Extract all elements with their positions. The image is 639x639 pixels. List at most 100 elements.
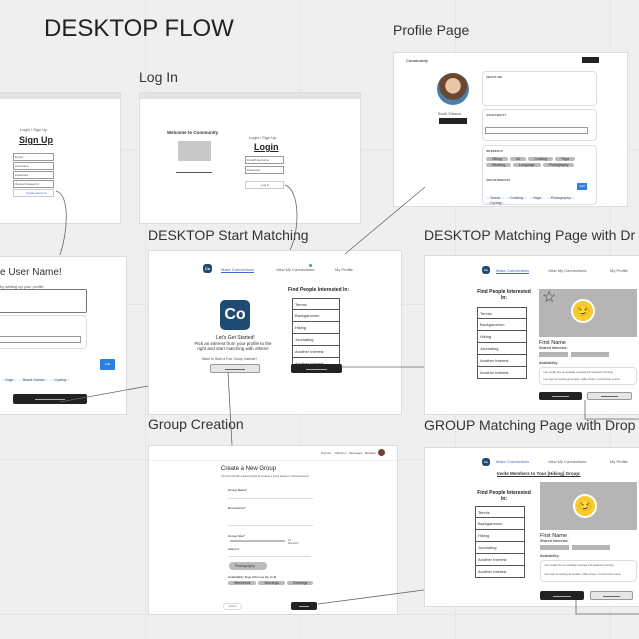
login-toggle[interactable]: Login / Sign Up: [249, 135, 277, 140]
dropdown-option[interactable]: Journaling: [477, 343, 527, 355]
availability-box: I am usually free on weekday evenings an…: [539, 367, 637, 385]
dropdown-option[interactable]: Journaling: [292, 334, 340, 346]
username-field[interactable]: Username: [13, 162, 54, 170]
cancel-button[interactable]: Cancel: [223, 603, 242, 610]
repeat-password-field[interactable]: Repeat Password: [13, 180, 54, 188]
nav-view-connections[interactable]: View My Connections: [548, 268, 587, 273]
shared-interest-tag: [540, 545, 569, 550]
dropdown-selected[interactable]: Tennis: [477, 307, 527, 319]
match-name: First Name: [539, 340, 566, 346]
description-input[interactable]: [228, 525, 313, 526]
nav-make-connections[interactable]: Make Connections: [221, 267, 255, 273]
dropdown-option[interactable]: Hiking: [477, 331, 527, 343]
profile-name: Sarah Johnson: [438, 111, 462, 116]
signup-toggle[interactable]: Login / Sign Up: [20, 127, 48, 132]
password-field[interactable]: Password: [245, 166, 284, 174]
start-group-button[interactable]: [210, 364, 260, 373]
dropdown-option[interactable]: Another Interest: [475, 566, 525, 578]
nav-messages[interactable]: Messages: [349, 451, 363, 455]
nav-my-profile[interactable]: My Profile: [610, 268, 628, 273]
smiley-face-icon: 😏: [571, 299, 595, 323]
group-size-label: Group Size*: [228, 534, 246, 538]
availability-input[interactable]: [485, 127, 588, 134]
edit-profile-button[interactable]: [439, 118, 467, 124]
logo-icon[interactable]: Co: [203, 264, 212, 273]
dropdown-option[interactable]: Backgammon: [475, 518, 525, 530]
dropdown-option[interactable]: Backgammon: [292, 310, 340, 322]
brand-name: Community: [406, 58, 428, 63]
frame-label-group-creation[interactable]: Group Creation: [148, 416, 244, 432]
bio-input[interactable]: [0, 289, 87, 313]
dropdown-option[interactable]: Another Interest: [477, 367, 527, 379]
start-matching-frame[interactable]: Co Make Connections View My Connections …: [148, 250, 402, 415]
shared-interest-tag: [539, 352, 568, 357]
image-placeholder-icon: [178, 141, 211, 161]
skip-button[interactable]: [587, 392, 632, 400]
notification-badge: [309, 264, 312, 267]
create-account-button[interactable]: Create Account: [13, 189, 54, 197]
shared-interests-label: Shared Interests:: [539, 346, 568, 350]
username-frame[interactable]: e User Name! by setting up your profile …: [0, 256, 127, 415]
invite-button[interactable]: [540, 591, 584, 600]
dropdown-option[interactable]: Hiking: [292, 322, 340, 334]
nav-my-profile[interactable]: My Profile: [335, 267, 353, 272]
nav-my-profile[interactable]: My Profile: [610, 459, 628, 464]
nav-make-connections[interactable]: Make Connections: [496, 459, 530, 464]
interest-tag[interactable]: Photography: [229, 562, 267, 570]
logo-icon[interactable]: Co: [482, 458, 490, 466]
nav-groups[interactable]: Groups: [365, 451, 376, 455]
find-matches-button[interactable]: [291, 364, 342, 373]
add-interest-button[interactable]: Add: [100, 359, 115, 370]
dropdown-selected[interactable]: Tennis: [292, 298, 340, 310]
login-frame[interactable]: Welcome to Community Login / Sign Up Log…: [139, 92, 361, 224]
find-people-label: Find People Interested In:: [477, 289, 531, 301]
dropdown-option[interactable]: Hiking: [475, 530, 525, 542]
username-heading: e User Name!: [0, 267, 62, 278]
signup-frame[interactable]: Login / Sign Up Sign Up Email Username P…: [0, 92, 121, 224]
star-icon[interactable]: ☆: [542, 289, 557, 306]
email-username-field[interactable]: Email/Username: [245, 156, 284, 164]
skip-button[interactable]: [590, 591, 633, 600]
frame-label-group-matching[interactable]: GROUP Matching Page with Drop: [424, 417, 636, 433]
frame-label-profile[interactable]: Profile Page: [393, 22, 470, 38]
dropdown-selected[interactable]: Tennis: [475, 506, 525, 518]
create-group-button[interactable]: [291, 602, 317, 610]
logo-icon[interactable]: Co: [482, 266, 490, 274]
nav-explore[interactable]: Explore: [321, 451, 332, 455]
interest-select[interactable]: [228, 556, 311, 557]
password-field[interactable]: Password: [13, 171, 54, 179]
login-button[interactable]: Log In: [245, 181, 284, 189]
group-matching-frame[interactable]: Co Make Connections View My Connections …: [424, 447, 639, 607]
find-people-label: Find People Interested In:: [288, 287, 350, 293]
dropdown-option[interactable]: Another Interest: [475, 554, 525, 566]
connector-group-matching-out: [575, 600, 639, 615]
email-field[interactable]: Email: [13, 153, 54, 161]
frame-label-login[interactable]: Log In: [139, 69, 178, 85]
group-size-slider[interactable]: [230, 540, 285, 542]
matching-frame[interactable]: Co Make Connections View My Connections …: [424, 255, 639, 415]
group-name-input[interactable]: [228, 498, 313, 499]
add-interest-button[interactable]: Add: [577, 183, 587, 190]
nav-matches[interactable]: Matches: [335, 451, 347, 455]
profile-frame[interactable]: Community Sarah Johnson ABOUT ME AVAILAB…: [393, 52, 628, 207]
group-creation-frame[interactable]: Explore Matches Messages Groups Create a…: [148, 445, 398, 615]
nav-view-connections[interactable]: View My Connections: [276, 267, 315, 272]
dropdown-option[interactable]: Another Interest: [292, 346, 340, 358]
nav-active-button[interactable]: [582, 57, 599, 63]
nav-view-connections[interactable]: View My Connections: [548, 459, 587, 464]
connect-button[interactable]: [539, 392, 582, 400]
avatar[interactable]: [378, 449, 385, 456]
nav-make-connections[interactable]: Make Connections: [496, 268, 530, 274]
availability-input[interactable]: [0, 336, 81, 343]
frame-label-matching[interactable]: DESKTOP Matching Page with Dr: [424, 227, 636, 243]
dropdown-option[interactable]: Another Interest: [477, 355, 527, 367]
frame-label-start[interactable]: DESKTOP Start Matching: [148, 227, 309, 243]
dropdown-option[interactable]: Journaling: [475, 542, 525, 554]
continue-button[interactable]: [13, 394, 87, 404]
dropdown-option[interactable]: Backgammon: [477, 319, 527, 331]
